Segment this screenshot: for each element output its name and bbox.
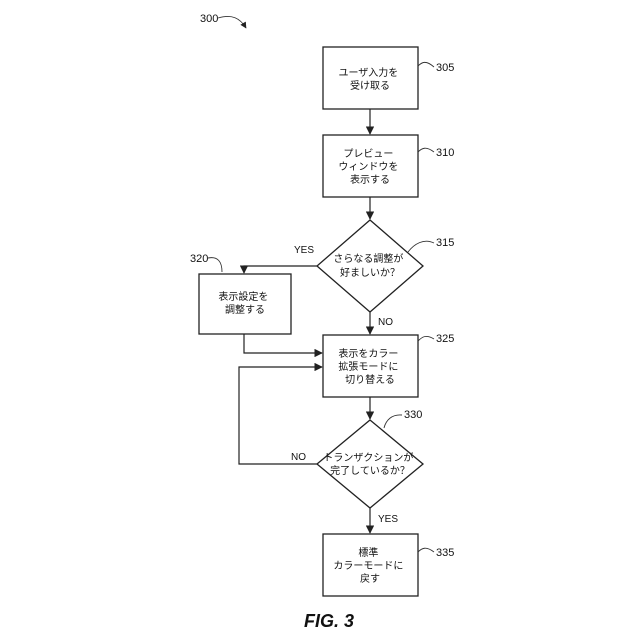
decision-315-no-label: NO xyxy=(378,317,393,328)
step-305-ref: 305 xyxy=(436,62,454,74)
figure-caption: FIG. 3 xyxy=(304,611,354,631)
decision-315-yes-label: YES xyxy=(294,245,314,256)
step-305-leader xyxy=(418,62,434,67)
decision-315-leader xyxy=(408,241,434,252)
diagram-number: 300 xyxy=(200,13,218,25)
step-320-leader xyxy=(208,258,222,272)
step-310-leader xyxy=(418,148,434,152)
arrow-330-325-loop xyxy=(239,367,322,464)
step-310-ref: 310 xyxy=(436,147,454,159)
decision-330-ref: 330 xyxy=(404,409,422,421)
decision-330-diamond xyxy=(317,420,423,508)
arrow-320-325 xyxy=(244,334,322,353)
arrow-315-320 xyxy=(244,266,317,273)
step-335-ref: 335 xyxy=(436,547,454,559)
decision-330-leader xyxy=(384,415,402,428)
step-320-box xyxy=(199,274,291,334)
decision-315-ref: 315 xyxy=(436,237,454,249)
step-325-ref: 325 xyxy=(436,333,454,345)
step-320-ref: 320 xyxy=(190,253,208,265)
step-325-leader xyxy=(418,336,434,341)
step-325-label: 表示をカラー 拡張モードに 切り替える xyxy=(338,347,401,386)
decision-330-no-label: NO xyxy=(291,452,306,463)
step-335-leader xyxy=(418,548,434,552)
decision-330-yes-label: YES xyxy=(378,514,398,525)
decision-315-diamond xyxy=(317,220,423,312)
diagram-number-leader xyxy=(218,16,246,28)
